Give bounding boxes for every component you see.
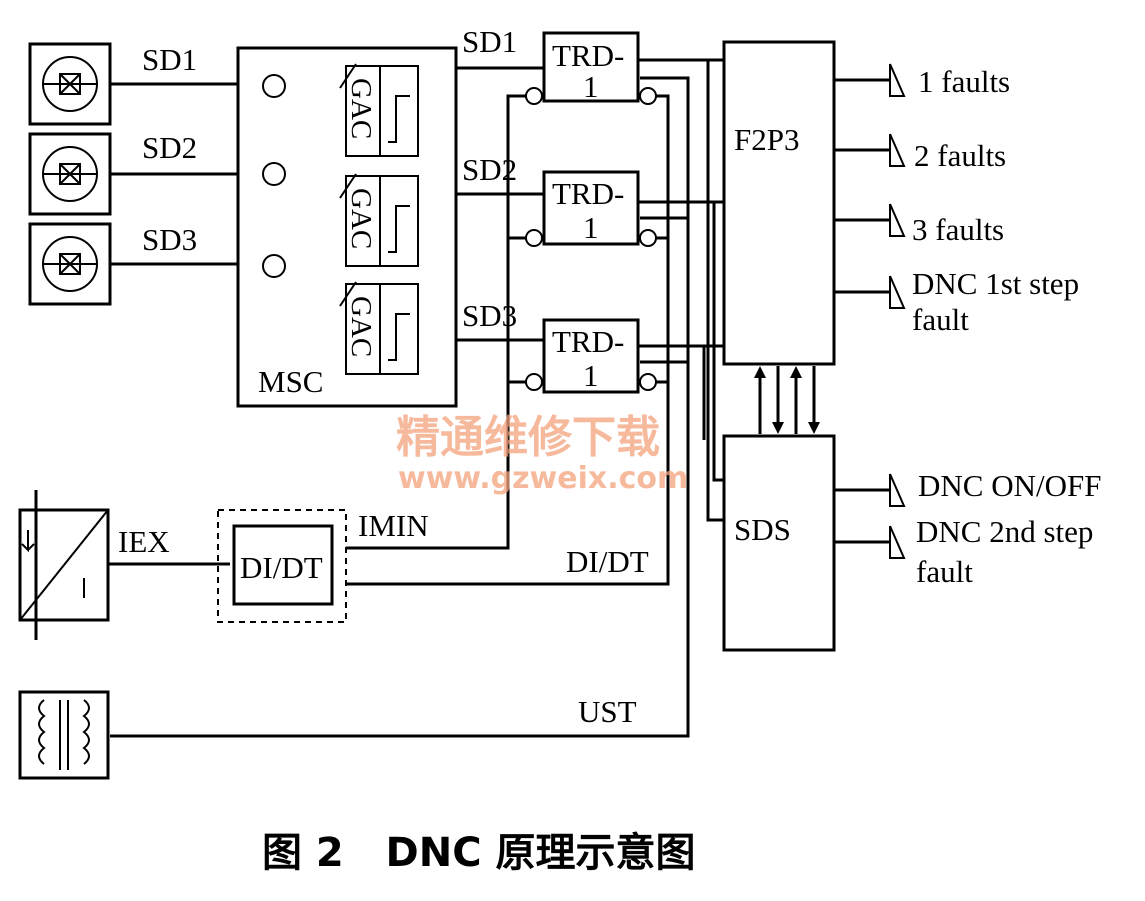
- trd-label-2a: TRD-: [552, 176, 624, 211]
- output-2-faults: 2 faults: [834, 133, 1006, 173]
- f2p3-block: F2P3: [722, 40, 836, 366]
- sensor-sd1-icon: [28, 42, 112, 126]
- trd-label-1b: 1: [583, 69, 599, 104]
- trd-block-1: TRD- 1: [525, 31, 657, 105]
- label-sd1-out: SD1: [462, 24, 517, 59]
- trd-block-2: TRD- 1: [525, 170, 657, 247]
- watermark-cn: 精通维修下载: [396, 412, 660, 463]
- label-sd3-in: SD3: [142, 222, 197, 257]
- label-iex: IEX: [118, 524, 170, 559]
- sensor-sd2-icon: [28, 132, 112, 216]
- label-sd2-in: SD2: [142, 130, 197, 165]
- output-dnc-onoff: DNC ON/OFF: [834, 468, 1101, 507]
- didt-box-label: DI/DT: [240, 550, 323, 585]
- svg-text:DNC ON/OFF: DNC ON/OFF: [918, 468, 1101, 503]
- svg-text:DNC 2nd step: DNC 2nd step: [916, 514, 1093, 549]
- output-dnc-2nd-step: DNC 2nd step fault: [834, 514, 1093, 589]
- transformer-icon: [18, 690, 110, 780]
- msc-label: MSC: [258, 364, 323, 399]
- svg-text:3 faults: 3 faults: [912, 212, 1004, 247]
- gac-label-3: GAC: [345, 296, 377, 357]
- watermark-url: www.gzweix.com: [398, 461, 688, 496]
- label-didt: DI/DT: [566, 544, 649, 579]
- svg-text:fault: fault: [912, 302, 969, 337]
- label-ust: UST: [578, 694, 637, 729]
- gac-module-3: GAC: [339, 281, 419, 375]
- msc-block: MSC GAC GAC GAC: [236, 46, 458, 408]
- trd-label-3b: 1: [583, 358, 599, 393]
- gac-module-2: GAC: [339, 173, 419, 267]
- label-imin: IMIN: [358, 508, 429, 543]
- sensor-sd3-icon: [28, 222, 112, 306]
- gac-module-1: GAC: [339, 63, 419, 157]
- figure-caption: 图 2 DNC 原理示意图: [262, 830, 696, 876]
- gac-label-1: GAC: [345, 78, 377, 139]
- trd-label-1a: TRD-: [552, 38, 624, 73]
- trd-label-3a: TRD-: [552, 324, 624, 359]
- didt-block: DI/DT: [217, 509, 347, 623]
- svg-text:1 faults: 1 faults: [918, 64, 1010, 99]
- f2p3-sds-links: [754, 366, 820, 434]
- trd-block-3: TRD- 1: [525, 318, 657, 394]
- sds-block: SDS: [722, 434, 836, 652]
- svg-text:fault: fault: [916, 554, 973, 589]
- output-1-faults: 1 faults: [834, 63, 1010, 99]
- label-sd1-in: SD1: [142, 42, 197, 77]
- output-3-faults: 3 faults: [834, 203, 1004, 247]
- f2p3-label: F2P3: [734, 122, 799, 157]
- output-dnc-1st-step: DNC 1st step fault: [834, 266, 1079, 337]
- svg-text:DNC 1st step: DNC 1st step: [912, 266, 1079, 301]
- iex-source-icon: [18, 490, 110, 640]
- gac-label-2: GAC: [345, 188, 377, 249]
- sds-label: SDS: [734, 512, 791, 547]
- svg-text:2 faults: 2 faults: [914, 138, 1006, 173]
- trd-label-2b: 1: [583, 210, 599, 245]
